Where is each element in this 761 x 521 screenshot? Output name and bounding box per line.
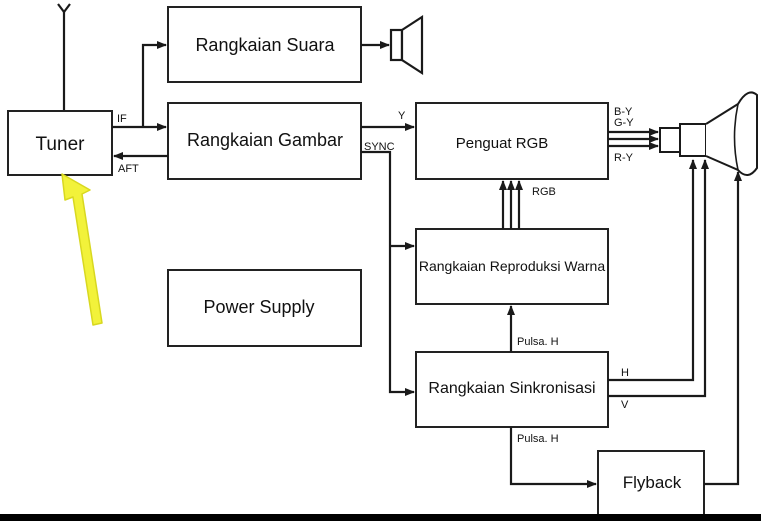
h-label: H (621, 367, 629, 379)
highlight-arrow-icon (61, 173, 103, 326)
picture-circuit-block: Rangkaian Gambar (167, 102, 362, 180)
gy-label: G-Y (614, 117, 634, 129)
flyback-block: Flyback (597, 450, 705, 516)
rgb-amplifier-block: Penguat RGB (415, 102, 609, 180)
v-deflection-line (608, 159, 709, 398)
tuner-block: Tuner (7, 110, 113, 176)
pulse-h-top-label: Pulsa. H (517, 336, 559, 348)
flyback-anode-line (704, 171, 742, 486)
power-supply-label: Power Supply (203, 297, 314, 317)
sync-label: SYNC (364, 141, 395, 153)
sound-circuit-block: Rangkaian Suara (167, 6, 362, 83)
sound-circuit-label: Rangkaian Suara (195, 35, 335, 55)
sync-circuit-label: Rangkaian Sinkronisasi (428, 380, 595, 397)
rgb-amplifier-label: Penguat RGB (456, 135, 549, 152)
rgb-label: RGB (532, 186, 556, 198)
antenna-icon (57, 3, 71, 110)
power-supply-block: Power Supply (167, 269, 362, 347)
sound-feed-line (141, 41, 167, 127)
ry-label: R-Y (614, 152, 634, 164)
sync-signal-line (361, 150, 415, 396)
y-label: Y (398, 110, 406, 122)
by-label: B-Y (614, 106, 633, 118)
aft-label: AFT (118, 163, 139, 175)
pulse-h-flyback-line (509, 427, 597, 488)
speaker-icon (389, 14, 424, 76)
color-reproduction-block: Rangkaian Reproduksi Warna (415, 228, 609, 305)
crt-tube-icon (659, 91, 758, 176)
h-deflection-line (608, 159, 697, 382)
pulse-h-bottom-label: Pulsa. H (517, 433, 559, 445)
v-label: V (621, 399, 629, 411)
sync-circuit-block: Rangkaian Sinkronisasi (415, 351, 609, 428)
flyback-label: Flyback (623, 473, 682, 492)
color-reproduction-label: Rangkaian Reproduksi Warna (419, 258, 605, 274)
if-label: IF (117, 113, 127, 125)
bottom-edge-bar (0, 514, 761, 521)
picture-circuit-label: Rangkaian Gambar (187, 130, 343, 150)
tuner-label: Tuner (36, 134, 86, 155)
